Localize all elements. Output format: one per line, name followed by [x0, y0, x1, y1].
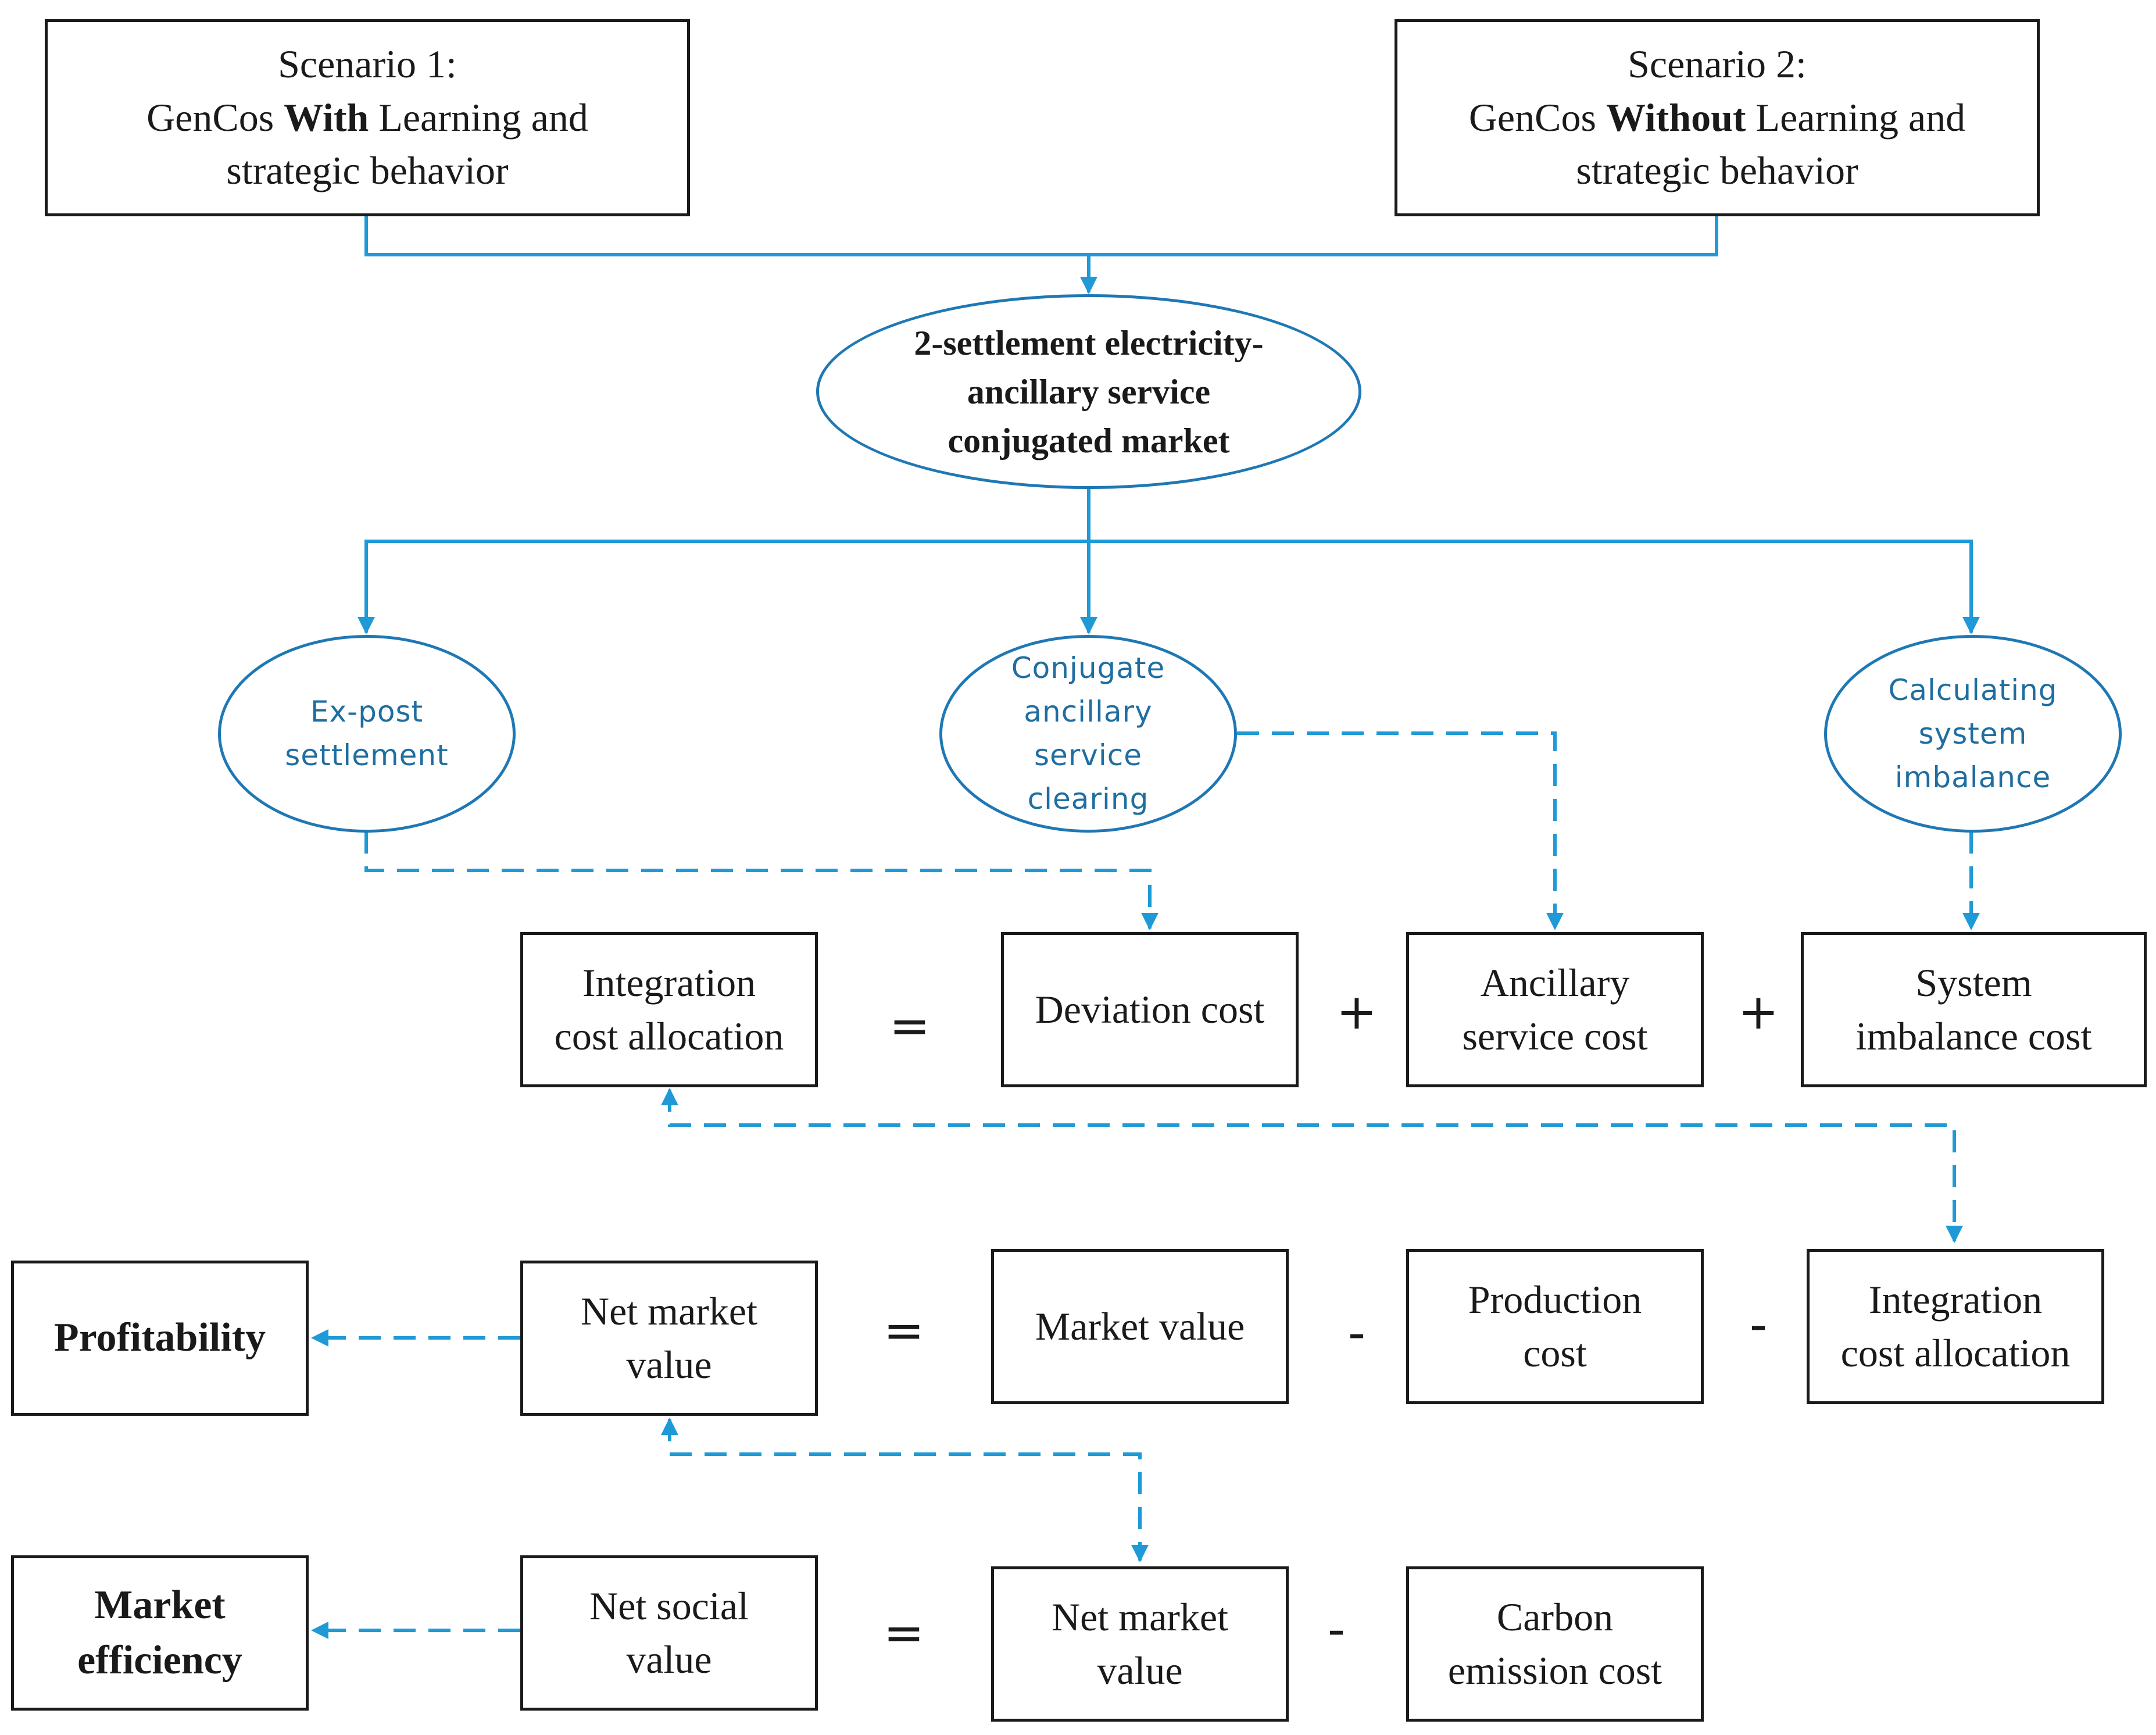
- connector-scenario1: [364, 216, 1089, 256]
- net-social-value-box: Net social value: [520, 1555, 818, 1711]
- scenario-2-behavior: strategic behavior: [1576, 148, 1858, 193]
- imbalance-line-2: system: [1918, 716, 2028, 751]
- integration-cost-allocation-box: Integration cost allocation: [520, 932, 818, 1087]
- scenario-2-title: Scenario 2:: [1628, 41, 1807, 86]
- market-oval: 2-settlement electricity- ancillary serv…: [816, 294, 1361, 489]
- ancillary-service-cost-box: Ancillary service cost: [1406, 932, 1704, 1087]
- market-efficiency-box: Market efficiency: [11, 1555, 309, 1711]
- plus-sign-2: +: [1737, 983, 1779, 1040]
- market-value-box: Market value: [991, 1249, 1289, 1404]
- scenario-1-text: Scenario 1: GenCos With Learning and str…: [146, 38, 588, 198]
- integration-cost-allocation-box-2: Integration cost allocation: [1807, 1249, 2104, 1404]
- scenario-1-behavior: strategic behavior: [226, 148, 509, 193]
- conjugate-line-4: clearing: [1027, 782, 1149, 816]
- dashed-conjugate-to-ancillary: [1237, 731, 1564, 930]
- conjugate-clearing-oval: Conjugate ancillary service clearing: [939, 635, 1237, 833]
- deviation-cost-box: Deviation cost: [1001, 932, 1299, 1087]
- expost-line-1: Ex-post: [310, 695, 424, 729]
- dashed-expost-to-deviation: [364, 831, 1159, 930]
- production-cost-box: Production cost: [1406, 1249, 1704, 1404]
- scenario-1-subtitle: GenCos With Learning and: [146, 95, 588, 140]
- equals-sign-2: =: [883, 1302, 925, 1359]
- equals-sign-1: =: [889, 997, 931, 1054]
- system-imbalance-cost-box: System imbalance cost: [1801, 932, 2147, 1087]
- system-imbalance-oval: Calculating system imbalance: [1824, 635, 2122, 833]
- scenario-2-box: Scenario 2: GenCos Without Learning and …: [1395, 19, 2040, 216]
- profitability-box: Profitability: [11, 1261, 309, 1416]
- minus-sign-3: -: [1327, 1601, 1346, 1658]
- expost-settlement-oval: Ex-post settlement: [218, 635, 516, 833]
- arrow-to-expost: [357, 540, 1089, 634]
- scenario-2-text: Scenario 2: GenCos Without Learning and …: [1469, 38, 1965, 198]
- minus-sign-2: -: [1749, 1296, 1768, 1353]
- scenario-1-box: Scenario 1: GenCos With Learning and str…: [45, 19, 690, 216]
- market-line-3: conjugated market: [948, 421, 1230, 460]
- scenario-2-subtitle: GenCos Without Learning and: [1468, 95, 1966, 140]
- dashed-netmarket-link: [661, 1418, 1149, 1562]
- connector-scenario2: [1089, 216, 1718, 256]
- conjugate-line-3: service: [1034, 738, 1143, 772]
- net-market-value-box-2: Net market value: [991, 1566, 1289, 1722]
- scenario-1-title: Scenario 1:: [278, 41, 457, 86]
- conjugate-line-2: ancillary: [1024, 695, 1153, 729]
- minus-sign-1: -: [1347, 1304, 1366, 1361]
- market-line-1: 2-settlement electricity-: [914, 323, 1264, 362]
- conjugate-line-1: Conjugate: [1011, 651, 1165, 685]
- market-line-2: ancillary service: [967, 372, 1211, 411]
- dashed-integration-link: [661, 1088, 1963, 1243]
- plus-sign-1: +: [1336, 983, 1378, 1040]
- expost-line-2: settlement: [285, 738, 449, 772]
- arrow-to-imbalance: [1089, 540, 1980, 634]
- imbalance-line-3: imbalance: [1894, 760, 2051, 794]
- imbalance-line-1: Calculating: [1888, 673, 2058, 707]
- net-market-value-box: Net market value: [520, 1261, 818, 1416]
- equals-sign-3: =: [883, 1604, 925, 1661]
- carbon-emission-cost-box: Carbon emission cost: [1406, 1566, 1704, 1722]
